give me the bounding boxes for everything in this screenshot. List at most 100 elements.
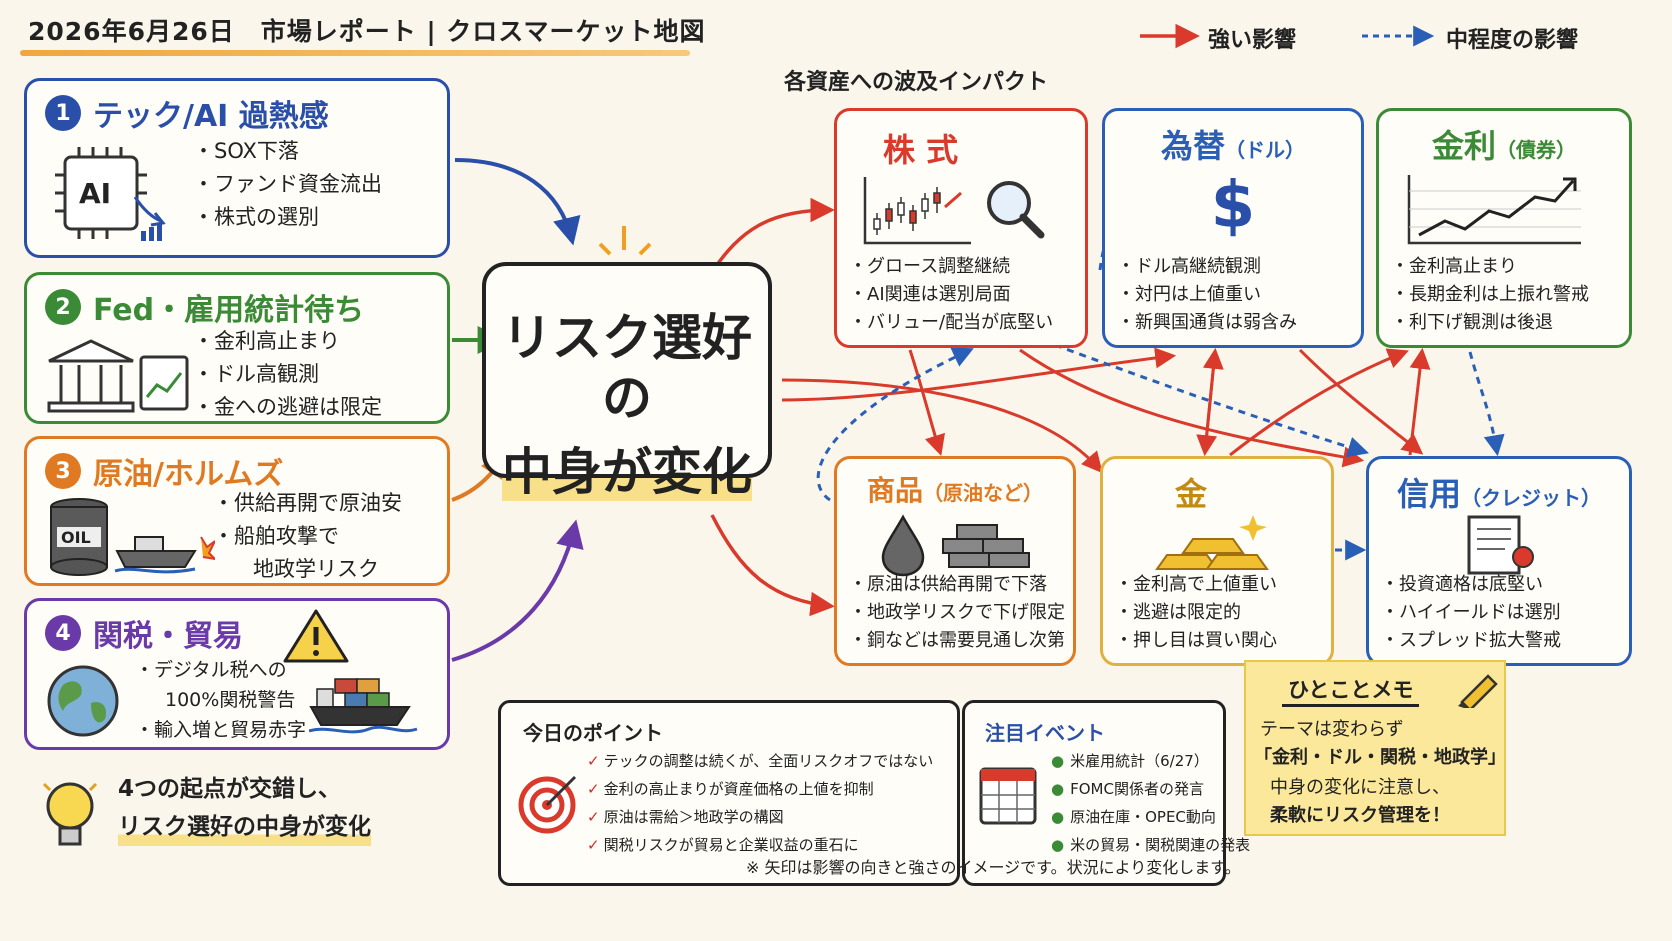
list-item: 逃避は限定的 <box>1115 599 1277 627</box>
list-item: 供給再開で原油安 <box>213 487 402 520</box>
list-item: ハイイールドは選別 <box>1381 599 1561 627</box>
list-item: バリュー/配当が底堅い <box>849 309 1053 337</box>
arrow-center-fx <box>781 347 1177 402</box>
asset-box-credit: 信用（クレジット） 投資適格は底堅い ハイイールドは選別 スプレッド拡大警戒 <box>1366 456 1632 666</box>
arrow-gold-fx <box>1202 347 1224 453</box>
point-text: 金利の高止まりが資産価格の上値を抑制 <box>603 780 874 798</box>
source-title: 関税・貿易 <box>93 619 243 654</box>
list-item: SOX下落 <box>193 135 382 168</box>
event-text: 原油在庫・OPEC動向 <box>1070 808 1216 826</box>
asset-subtitle: （債券） <box>1496 138 1576 162</box>
list-item: ●米雇用統計（6/27） <box>1051 752 1209 770</box>
source-title: テック/AI 過熱感 <box>93 99 329 134</box>
arrow-equity-credit <box>1019 348 1365 468</box>
asset-bullet-list: ドル高継続観測 対円は上値重い 新興国通貨は弱含み <box>1117 253 1297 337</box>
list-item: 輸入増と貿易赤字 <box>135 715 306 745</box>
svg-text:AI: AI <box>79 177 111 210</box>
asset-box-gold: 金 金利高で上値重い 逃避は限定的 押し目は買い関心 <box>1100 456 1334 666</box>
source-bullet-list: SOX下落 ファンド資金流出 株式の選別 <box>193 135 382 234</box>
page-title: 2026年6月26日 市場レポート | クロスマーケット地図 <box>28 17 706 46</box>
memo-line: テーマは変わらず <box>1260 719 1404 740</box>
list-item: 原油は供給再開で下落 <box>849 571 1065 599</box>
list-item: ●原油在庫・OPEC動向 <box>1051 808 1216 826</box>
event-text: 米雇用統計（6/27） <box>1070 752 1209 770</box>
arrow-dash-rates-credit <box>1468 351 1505 457</box>
line-chart-up-icon <box>1407 175 1581 245</box>
list-item-text: 地政学リスク <box>253 557 379 581</box>
source-box-oil: 3 原油/ホルムズ OIL 供給再開で原油安 船舶攻撃で 地政学リスク <box>24 436 450 586</box>
arrow-fx-credit <box>1298 348 1424 455</box>
list-item: デジタル税への <box>135 655 306 685</box>
arrow-equity-commodities <box>908 349 946 457</box>
events-title: 注目イベント <box>985 721 1105 745</box>
gold-bars-icon <box>1155 515 1269 570</box>
asset-title: 商品 <box>866 474 923 507</box>
list-item: 銅などは需要見通し次第 <box>849 627 1065 655</box>
list-item: ✓原油は需給＞地政学の構図 <box>587 808 784 826</box>
point-text: テックの調整は続くが、全面リスクオフではない <box>603 752 934 770</box>
summary-line: リスク選好の中身が変化 <box>118 808 371 846</box>
list-item: 地政学リスクで下げ限定 <box>849 599 1065 627</box>
source-box-tech-ai: 1 テック/AI 過熱感 AI SOX下落 ファンド資金流出 株式の選別 <box>24 78 450 258</box>
source-number-badge: 3 <box>45 453 81 489</box>
list-item: ✓関税リスクが貿易と企業収益の重石に <box>587 836 859 854</box>
center-line1: リスク選好の <box>502 309 752 427</box>
arrow-dash-commodities-equity <box>816 347 974 502</box>
lightbulb-icon <box>42 782 98 846</box>
memo-line: 「金利・ドル・関税・地政学」 <box>1254 747 1506 768</box>
points-list: ✓テックの調整は続くが、全面リスクオフではない ✓金利の高止まりが資産価格の上値… <box>587 747 933 859</box>
title-underline <box>20 50 690 56</box>
list-item: グロース調整継続 <box>849 253 1053 281</box>
arrow-source4-center <box>451 519 584 662</box>
points-title: 今日のポイント <box>523 721 663 745</box>
list-item: AI関連は選別局面 <box>849 281 1053 309</box>
event-text: 米の貿易・関税関連の発表 <box>1070 836 1251 854</box>
summary-text: 4つの起点が交錯し、 リスク選好の中身が変化 <box>118 770 371 846</box>
list-item: 投資適格は底堅い <box>1381 571 1561 599</box>
list-item: 金利高止まり <box>193 325 382 358</box>
source-bullet-list: 金利高止まり ドル高観測 金への逃避は限定 <box>193 325 382 424</box>
legend-strong-label: 強い影響 <box>1208 28 1297 53</box>
asset-title-wrap: 信用（クレジット） <box>1369 469 1629 515</box>
list-item: 押し目は買い関心 <box>1115 627 1277 655</box>
globe-icon <box>47 665 119 737</box>
asset-title-wrap: 商品（原油など） <box>837 469 1073 509</box>
target-icon <box>518 775 577 834</box>
dollar-icon: $ <box>1210 169 1256 243</box>
center-theme-box: リスク選好の 中身が変化 <box>482 262 772 501</box>
memo-line: 中身の変化に注意し、 <box>1270 777 1450 798</box>
certificate-icon <box>1467 515 1534 575</box>
arrow-credit-rates <box>1408 347 1431 456</box>
list-item: 金利高止まり <box>1391 253 1589 281</box>
arrow-center-equity <box>710 197 835 273</box>
asset-title-wrap: 金利（債券） <box>1379 121 1629 167</box>
source-number-badge: 1 <box>45 95 81 131</box>
ai-chip-icon: AI <box>55 147 166 241</box>
asset-box-fx: 為替（ドル） $ ドル高継続観測 対円は上値重い 新興国通貨は弱含み <box>1102 108 1364 348</box>
asset-bullet-list: 原油は供給再開で下落 地政学リスクで下げ限定 銅などは需要見通し次第 <box>849 571 1065 655</box>
events-panel: 注目イベント ●米雇用統計（6/27） ●FOMC関係者の発言 ●原油在庫・OP… <box>962 700 1250 886</box>
list-item: 対円は上値重い <box>1117 281 1297 309</box>
pencil-icon <box>1458 674 1498 708</box>
cargo-ship-icon <box>309 678 418 734</box>
list-item: ドル高観測 <box>193 358 382 391</box>
asset-box-rates: 金利（債券） 金利高止まり 長期金利は上振れ警戒 利下げ観測は後退 <box>1376 108 1632 348</box>
points-panel: 今日のポイント ✓テックの調整は続くが、全面リスクオフではない ✓金利の高止まり… <box>498 700 960 886</box>
asset-bullet-list: 金利高で上値重い 逃避は限定的 押し目は買い関心 <box>1115 571 1277 655</box>
footnote: ※ 矢印は影響の向きと強さのイメージです。状況により変化します。 <box>746 858 1241 877</box>
asset-subtitle: （ドル） <box>1225 138 1305 162</box>
list-item: ●米の貿易・関税関連の発表 <box>1051 836 1251 854</box>
warning-icon <box>283 609 349 663</box>
source-bullet-list: デジタル税への 100%関税警告 輸入増と貿易赤字 <box>135 655 306 745</box>
arrow-center-commodities <box>710 514 835 617</box>
list-item-text: 100%関税警告 <box>165 689 296 711</box>
asset-bullet-list: グロース調整継続 AI関連は選別局面 バリュー/配当が底堅い <box>849 253 1053 337</box>
memo-note: ひとことメモ テーマは変わらず 「金利・ドル・関税・地政学」 中身の変化に注意し… <box>1244 660 1506 836</box>
asset-title: 金利 <box>1431 127 1496 165</box>
list-item: 金利高で上値重い <box>1115 571 1277 599</box>
list-item: ドル高継続観測 <box>1117 253 1297 281</box>
list-item: スプレッド拡大警戒 <box>1381 627 1561 655</box>
legend-medium-label: 中程度の影響 <box>1446 28 1579 53</box>
source-number-badge: 4 <box>45 615 81 651</box>
